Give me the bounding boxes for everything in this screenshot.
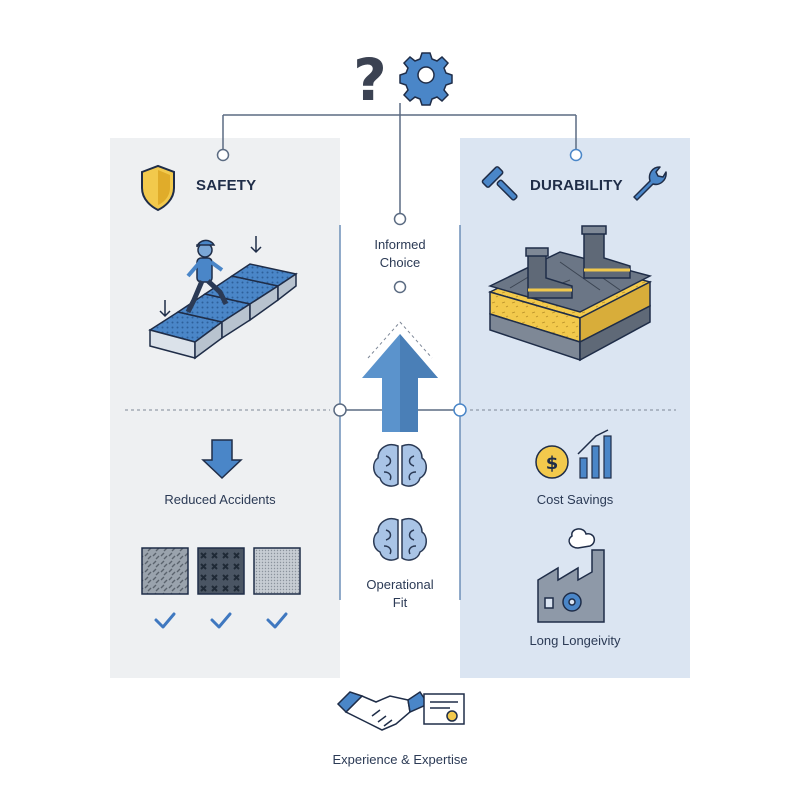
wrench-icon <box>633 166 667 201</box>
up-arrow-icon <box>362 334 438 432</box>
durability-title: DURABILITY <box>530 177 623 194</box>
gear-icon <box>399 52 453 106</box>
brain-icon <box>373 444 427 487</box>
safety-title: SAFETY <box>196 177 257 194</box>
certificate-icon <box>423 693 465 725</box>
reduced-arrow-icon <box>201 439 243 480</box>
operational-fit-label: Operational Fit <box>340 576 460 612</box>
operational-line-1: Operational <box>366 577 434 592</box>
stairs-illustration <box>148 263 298 360</box>
dashed-divider <box>125 321 676 411</box>
svg-text:$: $ <box>546 453 559 474</box>
boot-icon <box>525 225 631 299</box>
connector-tree <box>216 103 583 294</box>
cost-savings-icon: $ <box>535 429 612 479</box>
down-arrow-icon <box>159 236 262 318</box>
checkmark-icon <box>154 612 288 629</box>
question-mark-icon: ? <box>353 46 387 114</box>
worker-icon <box>185 239 229 314</box>
informed-line-2: Choice <box>379 255 421 270</box>
svg-text:?: ? <box>353 46 387 114</box>
brain-icon <box>373 518 427 561</box>
factory-icon <box>537 528 605 623</box>
operational-line-2: Fit <box>392 595 408 610</box>
texture-swatch <box>141 547 189 595</box>
hammer-icon <box>481 166 518 201</box>
cost-savings-label: Cost Savings <box>536 492 614 507</box>
handshake-icon <box>336 690 430 731</box>
texture-swatch <box>253 547 301 595</box>
long-longevity-label: Long Longeivity <box>529 633 621 648</box>
informed-line-1: Informed <box>374 237 426 252</box>
shield-icon <box>141 164 175 212</box>
experience-expertise-label: Experience & Expertise <box>332 752 468 767</box>
reduced-accidents-label: Reduced Accidents <box>164 492 276 507</box>
texture-swatch <box>197 547 245 595</box>
informed-choice-label: Informed Choice <box>340 236 460 272</box>
